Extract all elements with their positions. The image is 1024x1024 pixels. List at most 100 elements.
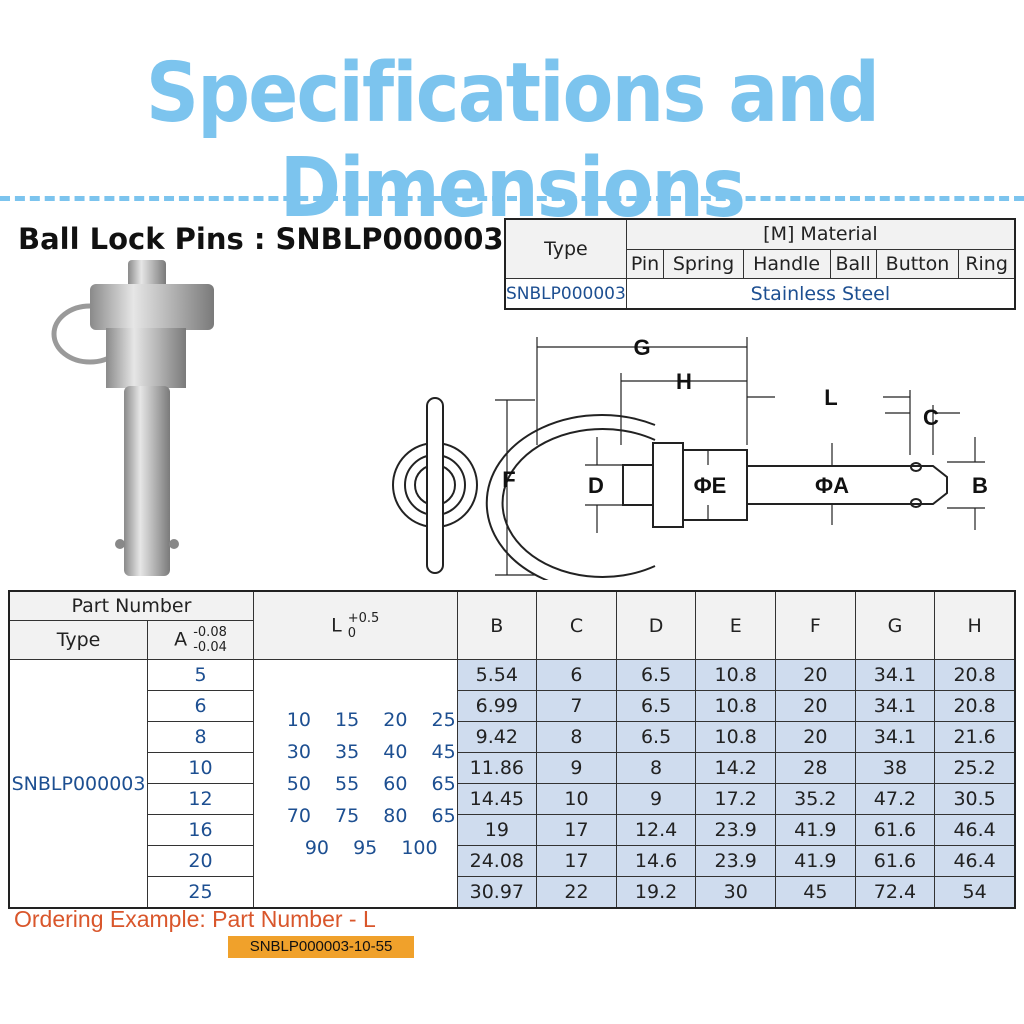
cell-c: 17: [536, 814, 617, 846]
cell-f: 20: [775, 690, 856, 722]
cell-g: 61.6: [854, 814, 936, 846]
cell-h: 46.4: [934, 845, 1016, 877]
cell-c: 10: [536, 783, 617, 815]
cell-c: 22: [536, 876, 617, 909]
cell-h: 20.8: [934, 659, 1016, 691]
l-values-line: 90 95 100: [304, 836, 438, 859]
cell-d: 12.4: [615, 814, 697, 846]
cell-b: 14.45: [456, 783, 538, 815]
material-col-ball: Ball: [829, 248, 877, 280]
cell-f: 20: [775, 721, 856, 753]
cell-f: 41.9: [775, 845, 856, 877]
cell-d: 8: [615, 752, 697, 784]
cell-b: 30.97: [456, 876, 538, 909]
cell-c: 17: [536, 845, 617, 877]
l-values-line: 50 55 60 65: [286, 772, 456, 795]
col-g-header: G: [854, 590, 936, 660]
cell-h: 25.2: [934, 752, 1016, 784]
dimension-drawing: G H L C F D ΦE ΦA B: [392, 335, 988, 580]
cell-e: 14.2: [695, 752, 777, 784]
cell-c: 7: [536, 690, 617, 722]
material-col-button: Button: [875, 248, 960, 280]
col-d-header: D: [615, 590, 697, 660]
pin-shank-icon: [124, 386, 170, 576]
cell-g: 47.2: [854, 783, 936, 815]
cell-e: 30: [695, 876, 777, 909]
cell-b: 19: [456, 814, 538, 846]
cell-h: 54: [934, 876, 1016, 909]
cell-b: 9.42: [456, 721, 538, 753]
cell-d: 14.6: [615, 845, 697, 877]
cell-h: 46.4: [934, 814, 1016, 846]
material-type-header: Type: [504, 218, 627, 280]
cell-b: 5.54: [456, 659, 538, 691]
cell-f: 41.9: [775, 814, 856, 846]
a-value: 5: [147, 659, 254, 691]
a-value: 10: [147, 752, 254, 784]
cell-c: 9: [536, 752, 617, 784]
cell-h: 30.5: [934, 783, 1016, 815]
cell-f: 28: [775, 752, 856, 784]
dim-label-l: L: [824, 385, 837, 410]
cell-b: 24.08: [456, 845, 538, 877]
col-b-header: B: [456, 590, 538, 660]
cell-h: 20.8: [934, 690, 1016, 722]
a-value: 12: [147, 783, 254, 815]
ordering-code-badge: SNBLP000003-10-55: [228, 936, 414, 958]
cell-e: 10.8: [695, 659, 777, 691]
a-value: 16: [147, 814, 254, 846]
dim-label-a: ΦA: [815, 473, 849, 498]
cell-b: 11.86: [456, 752, 538, 784]
cell-g: 34.1: [854, 659, 936, 691]
cell-b: 6.99: [456, 690, 538, 722]
ball-lock-pin-photo: [51, 260, 214, 576]
part-number-header: Part Number: [8, 590, 254, 621]
cell-d: 6.5: [615, 690, 697, 722]
dim-label-d: D: [588, 473, 604, 498]
a-value: 20: [147, 845, 254, 877]
type-value: SNBLP000003: [8, 659, 149, 909]
handle-icon: [90, 284, 214, 330]
l-values-line: 70 75 80 65: [286, 804, 456, 827]
cell-e: 17.2: [695, 783, 777, 815]
product-heading: Ball Lock Pins : SNBLP000003: [18, 222, 504, 256]
dim-label-g: G: [633, 335, 650, 360]
a-header: A -0.08-0.04: [147, 620, 254, 660]
title-divider: [0, 196, 1024, 201]
cell-g: 72.4: [854, 876, 936, 909]
dim-label-e: ΦE: [694, 473, 727, 498]
col-f-header: F: [775, 590, 856, 660]
cell-f: 35.2: [775, 783, 856, 815]
a-value: 6: [147, 690, 254, 722]
type-header: Type: [8, 620, 149, 660]
cell-e: 10.8: [695, 690, 777, 722]
material-col-spring: Spring: [663, 248, 744, 280]
cell-e: 23.9: [695, 814, 777, 846]
a-value: 25: [147, 876, 254, 909]
cell-e: 23.9: [695, 845, 777, 877]
cell-f: 45: [775, 876, 856, 909]
cell-e: 10.8: [695, 721, 777, 753]
ordering-example: Ordering Example: Part Number - L: [14, 906, 376, 932]
dim-label-f: F: [502, 467, 515, 492]
page-title: Specifications and Dimensions: [145, 46, 880, 236]
cell-c: 6: [536, 659, 617, 691]
dim-label-h: H: [676, 369, 692, 394]
cell-c: 8: [536, 721, 617, 753]
material-col-handle: Handle: [742, 248, 831, 280]
a-value: 8: [147, 721, 254, 753]
dim-label-b: B: [972, 473, 988, 498]
cell-f: 20: [775, 659, 856, 691]
cell-d: 6.5: [615, 659, 697, 691]
cell-g: 38: [854, 752, 936, 784]
dim-label-c: C: [923, 405, 939, 430]
